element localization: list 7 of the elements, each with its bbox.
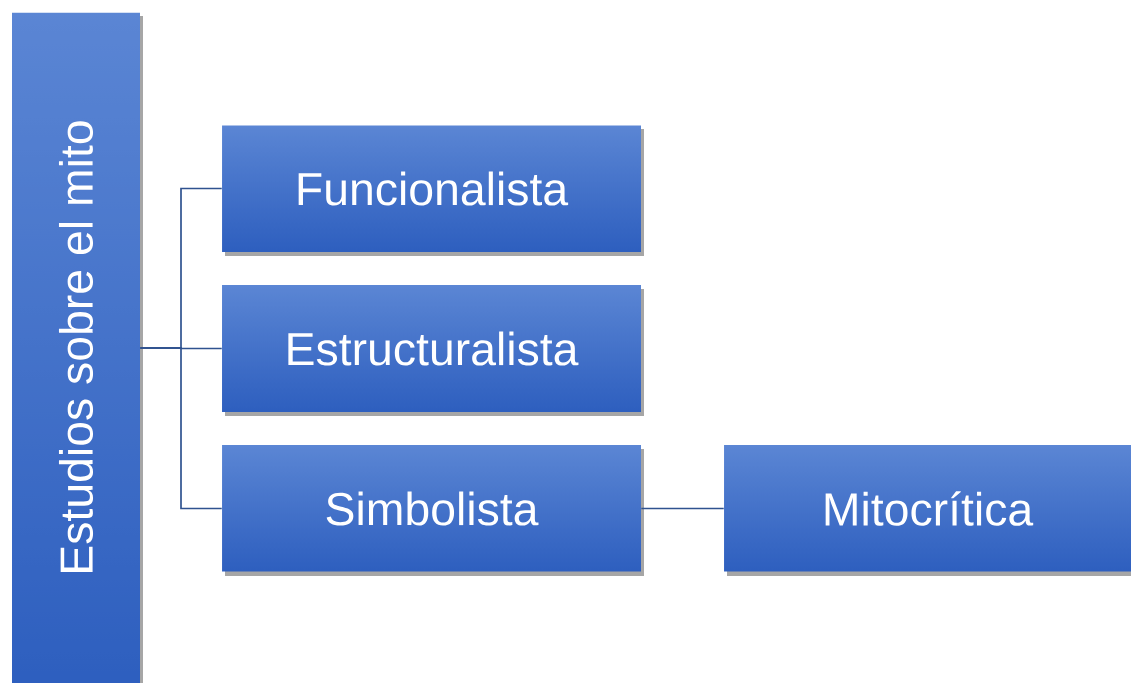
process-box: Mitocrítica — [724, 445, 1131, 576]
connector-line — [640, 507, 725, 510]
connector-line — [139, 347, 223, 510]
process-box: Simbolista — [222, 445, 644, 576]
process-box: Estudios sobre el mito — [12, 12, 143, 683]
process-box: Funcionalista — [222, 125, 644, 256]
process-box: Estructuralista — [222, 285, 644, 416]
